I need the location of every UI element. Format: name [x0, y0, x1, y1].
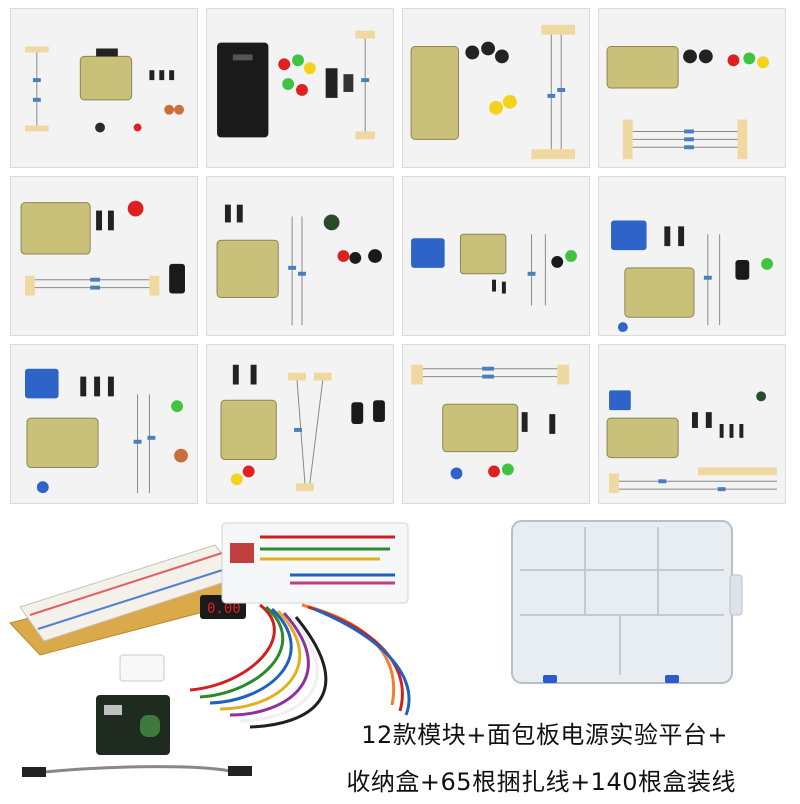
caption-line-1: 12款模块+面包板电源实验平台+: [361, 721, 728, 749]
accessories-illustration: 0.00: [9, 520, 743, 777]
module-tile-8: [598, 176, 786, 336]
module-tile-5: [10, 176, 198, 336]
module-tile-11: [402, 344, 590, 504]
module-tile-3: [402, 8, 590, 168]
module-tile-12: [598, 344, 786, 504]
module-tile-9: [10, 344, 198, 504]
module-tile-4: [598, 8, 786, 168]
accessories-photo: 0.00: [0, 515, 800, 800]
svg-text:0.00: 0.00: [207, 601, 241, 617]
module-tile-7: [402, 176, 590, 336]
caption-line-2: 收纳盒+65根捆扎线+140根盒装线: [346, 768, 736, 796]
module-tile-10: [206, 344, 394, 504]
module-photo-grid: [10, 8, 794, 513]
module-tile-2: [206, 8, 394, 168]
module-tile-1: [10, 8, 198, 168]
module-tile-6: [206, 176, 394, 336]
